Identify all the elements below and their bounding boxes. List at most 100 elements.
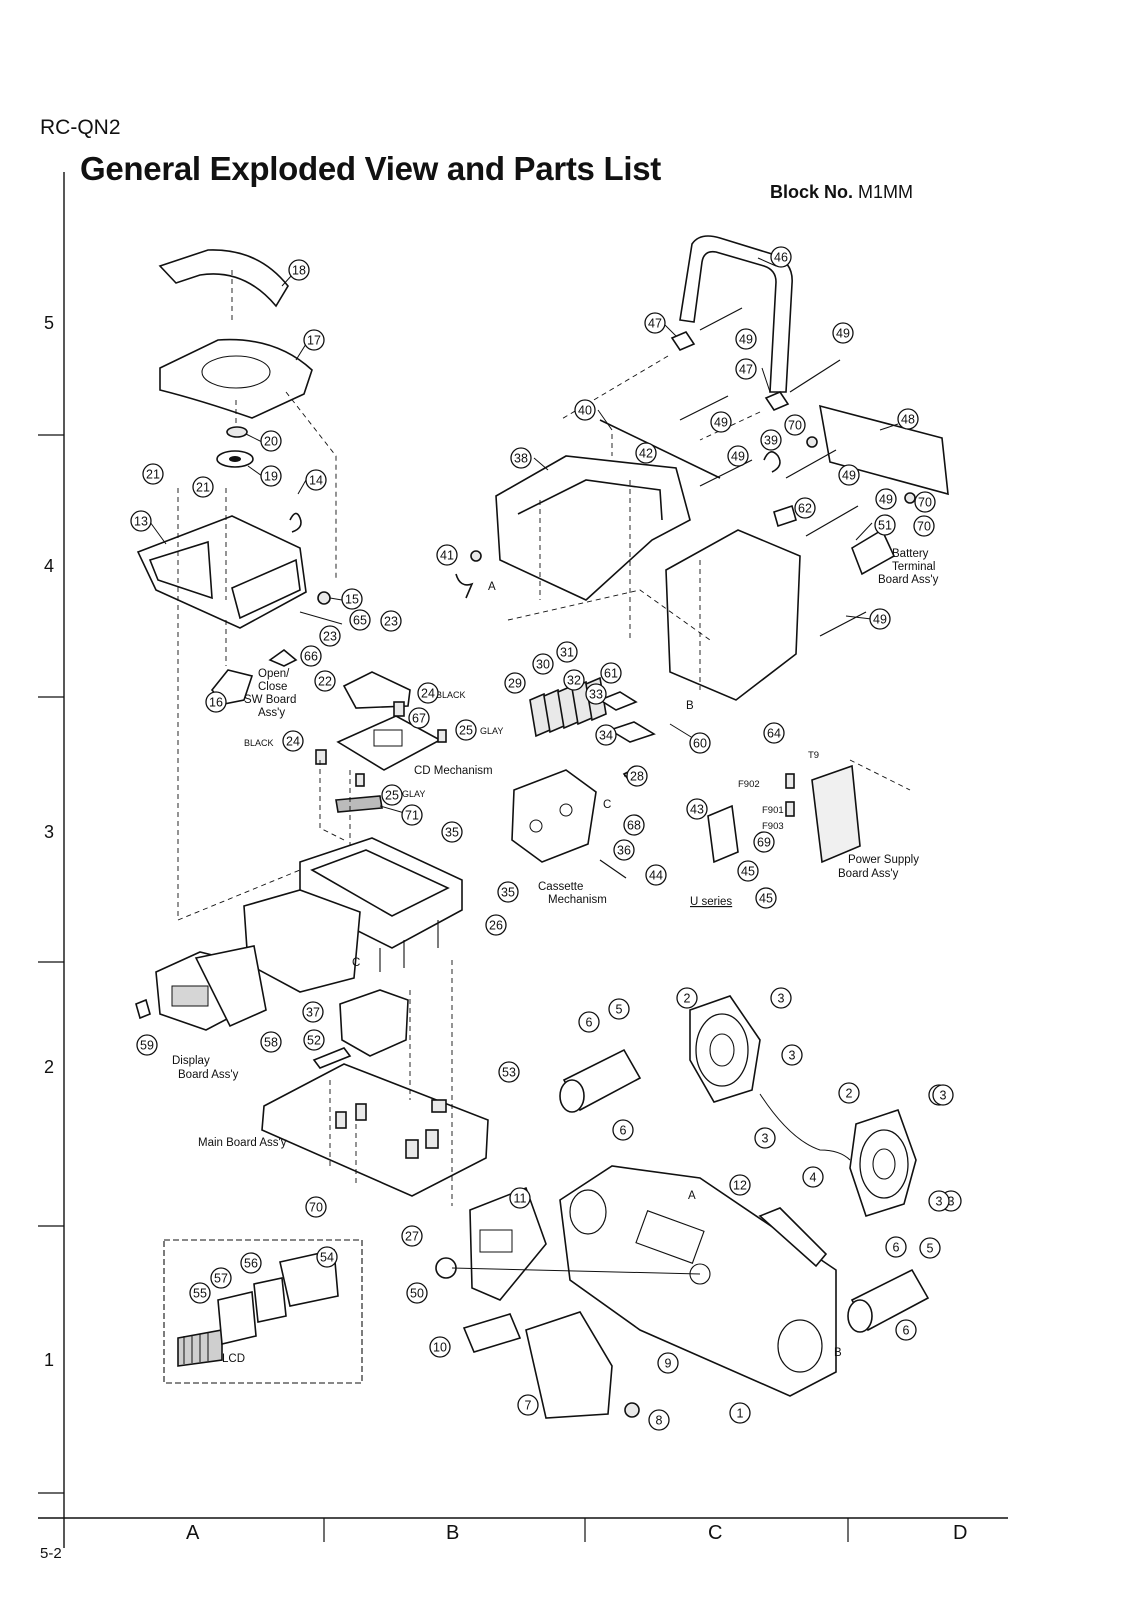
callout-circle [303,1029,325,1051]
callout-number: 29 [508,677,522,691]
callout-circle [885,1236,907,1258]
column-label-a: A [186,1522,200,1544]
callout-number: 44 [649,869,663,883]
callout-circle [710,411,732,433]
callout-number: 21 [146,468,160,482]
callout-23: 23 [380,610,402,632]
callout-3: 3 [754,1127,776,1149]
caption-lcd: LCD [222,1353,245,1365]
callout-circle [729,1402,751,1424]
callout-24: 24 [282,730,304,752]
callout-number: 28 [630,770,644,784]
caption-power-supply-2: Board Ass'y [838,868,899,880]
callout-circle [417,682,439,704]
callout-3: 3 [932,1084,954,1106]
callout-circle [305,1196,327,1218]
callout-circle [875,488,897,510]
caption-cd-mechanism: CD Mechanism [414,765,493,777]
callout-49: 49 [832,322,854,344]
callout-70: 70 [913,515,935,537]
row-label-3: 3 [44,822,55,842]
callout-41: 41 [436,544,458,566]
callout-66: 66 [300,645,322,667]
callout-28: 28 [626,765,648,787]
callout-70: 70 [784,414,806,436]
callout-circle [781,1044,803,1066]
callout-number: 3 [778,992,785,1006]
row-label-4: 4 [44,556,55,576]
callout-number: 30 [536,658,550,672]
callout-circle [585,683,607,705]
row-label-1: 1 [44,1350,55,1370]
callout-number: 69 [757,836,771,850]
callout-number: 9 [665,1357,672,1371]
callout-number: 33 [589,688,603,702]
callout-number: 49 [739,333,753,347]
callout-number: 11 [514,1192,527,1206]
power-supply-board [707,759,911,864]
callout-26: 26 [485,914,507,936]
callout-circle [735,328,757,350]
callout-circle [676,987,698,1009]
callout-57: 57 [210,1267,232,1289]
callout-number: 67 [412,712,426,726]
callout-circle [802,1166,824,1188]
callout-circle [919,1237,941,1259]
callout-leaders [149,257,899,815]
callout-number: 64 [767,727,781,741]
callout-number: 18 [292,264,306,278]
callout-circle [509,1187,531,1209]
callout-number: 48 [901,413,915,427]
cassette-buttons [529,676,656,743]
callout-52: 52 [303,1029,325,1051]
callout-37: 37 [302,1001,324,1023]
display-board [135,945,267,1031]
callout-number: 10 [433,1341,447,1355]
callout-circle [735,358,757,380]
callout-circle [497,881,519,903]
callout-3: 3 [928,1190,950,1212]
page-title: General Exploded View and Parts List [80,150,661,187]
callout-10: 10 [429,1336,451,1358]
callout-circle [578,1011,600,1033]
speaker-right [759,1093,917,1217]
callout-circle [288,259,310,281]
callout-number: 31 [560,646,574,660]
callout-circle [753,831,775,853]
callout-22: 22 [314,670,336,692]
callout-46: 46 [770,246,792,268]
callout-11: 11 [509,1187,531,1209]
callout-35: 35 [441,821,463,843]
callout-number: 2 [684,992,691,1006]
callout-circle [626,765,648,787]
callout-circle [770,246,792,268]
callout-circle [282,730,304,752]
callout-14: 14 [305,469,327,491]
callout-29: 29 [504,672,526,694]
callout-42: 42 [635,442,657,464]
callout-circle [635,442,657,464]
callout-21: 21 [192,476,214,498]
callout-32: 32 [563,669,585,691]
callout-circle [794,497,816,519]
cd-mechanism [315,671,447,860]
callout-circle [136,1034,158,1056]
callout-12: 12 [729,1174,751,1196]
callout-circle [838,464,860,486]
callout-number: 39 [764,434,778,448]
callout-24: 24 [417,682,439,704]
callout-2: 2 [676,987,698,1009]
callout-circle [613,839,635,861]
callout-51: 51 [874,514,896,536]
callout-number: 70 [788,419,802,433]
callout-number: 5 [927,1242,934,1256]
callout-number: 45 [741,865,755,879]
callout-number: 47 [648,317,662,331]
carrying-handle [559,235,841,441]
callout-number: 23 [384,615,398,629]
callout-circle [429,1336,451,1358]
callout-circle [657,1352,679,1374]
callout-circle [192,476,214,498]
callout-circle [763,722,785,744]
ref-c-cassette: C [603,799,611,811]
